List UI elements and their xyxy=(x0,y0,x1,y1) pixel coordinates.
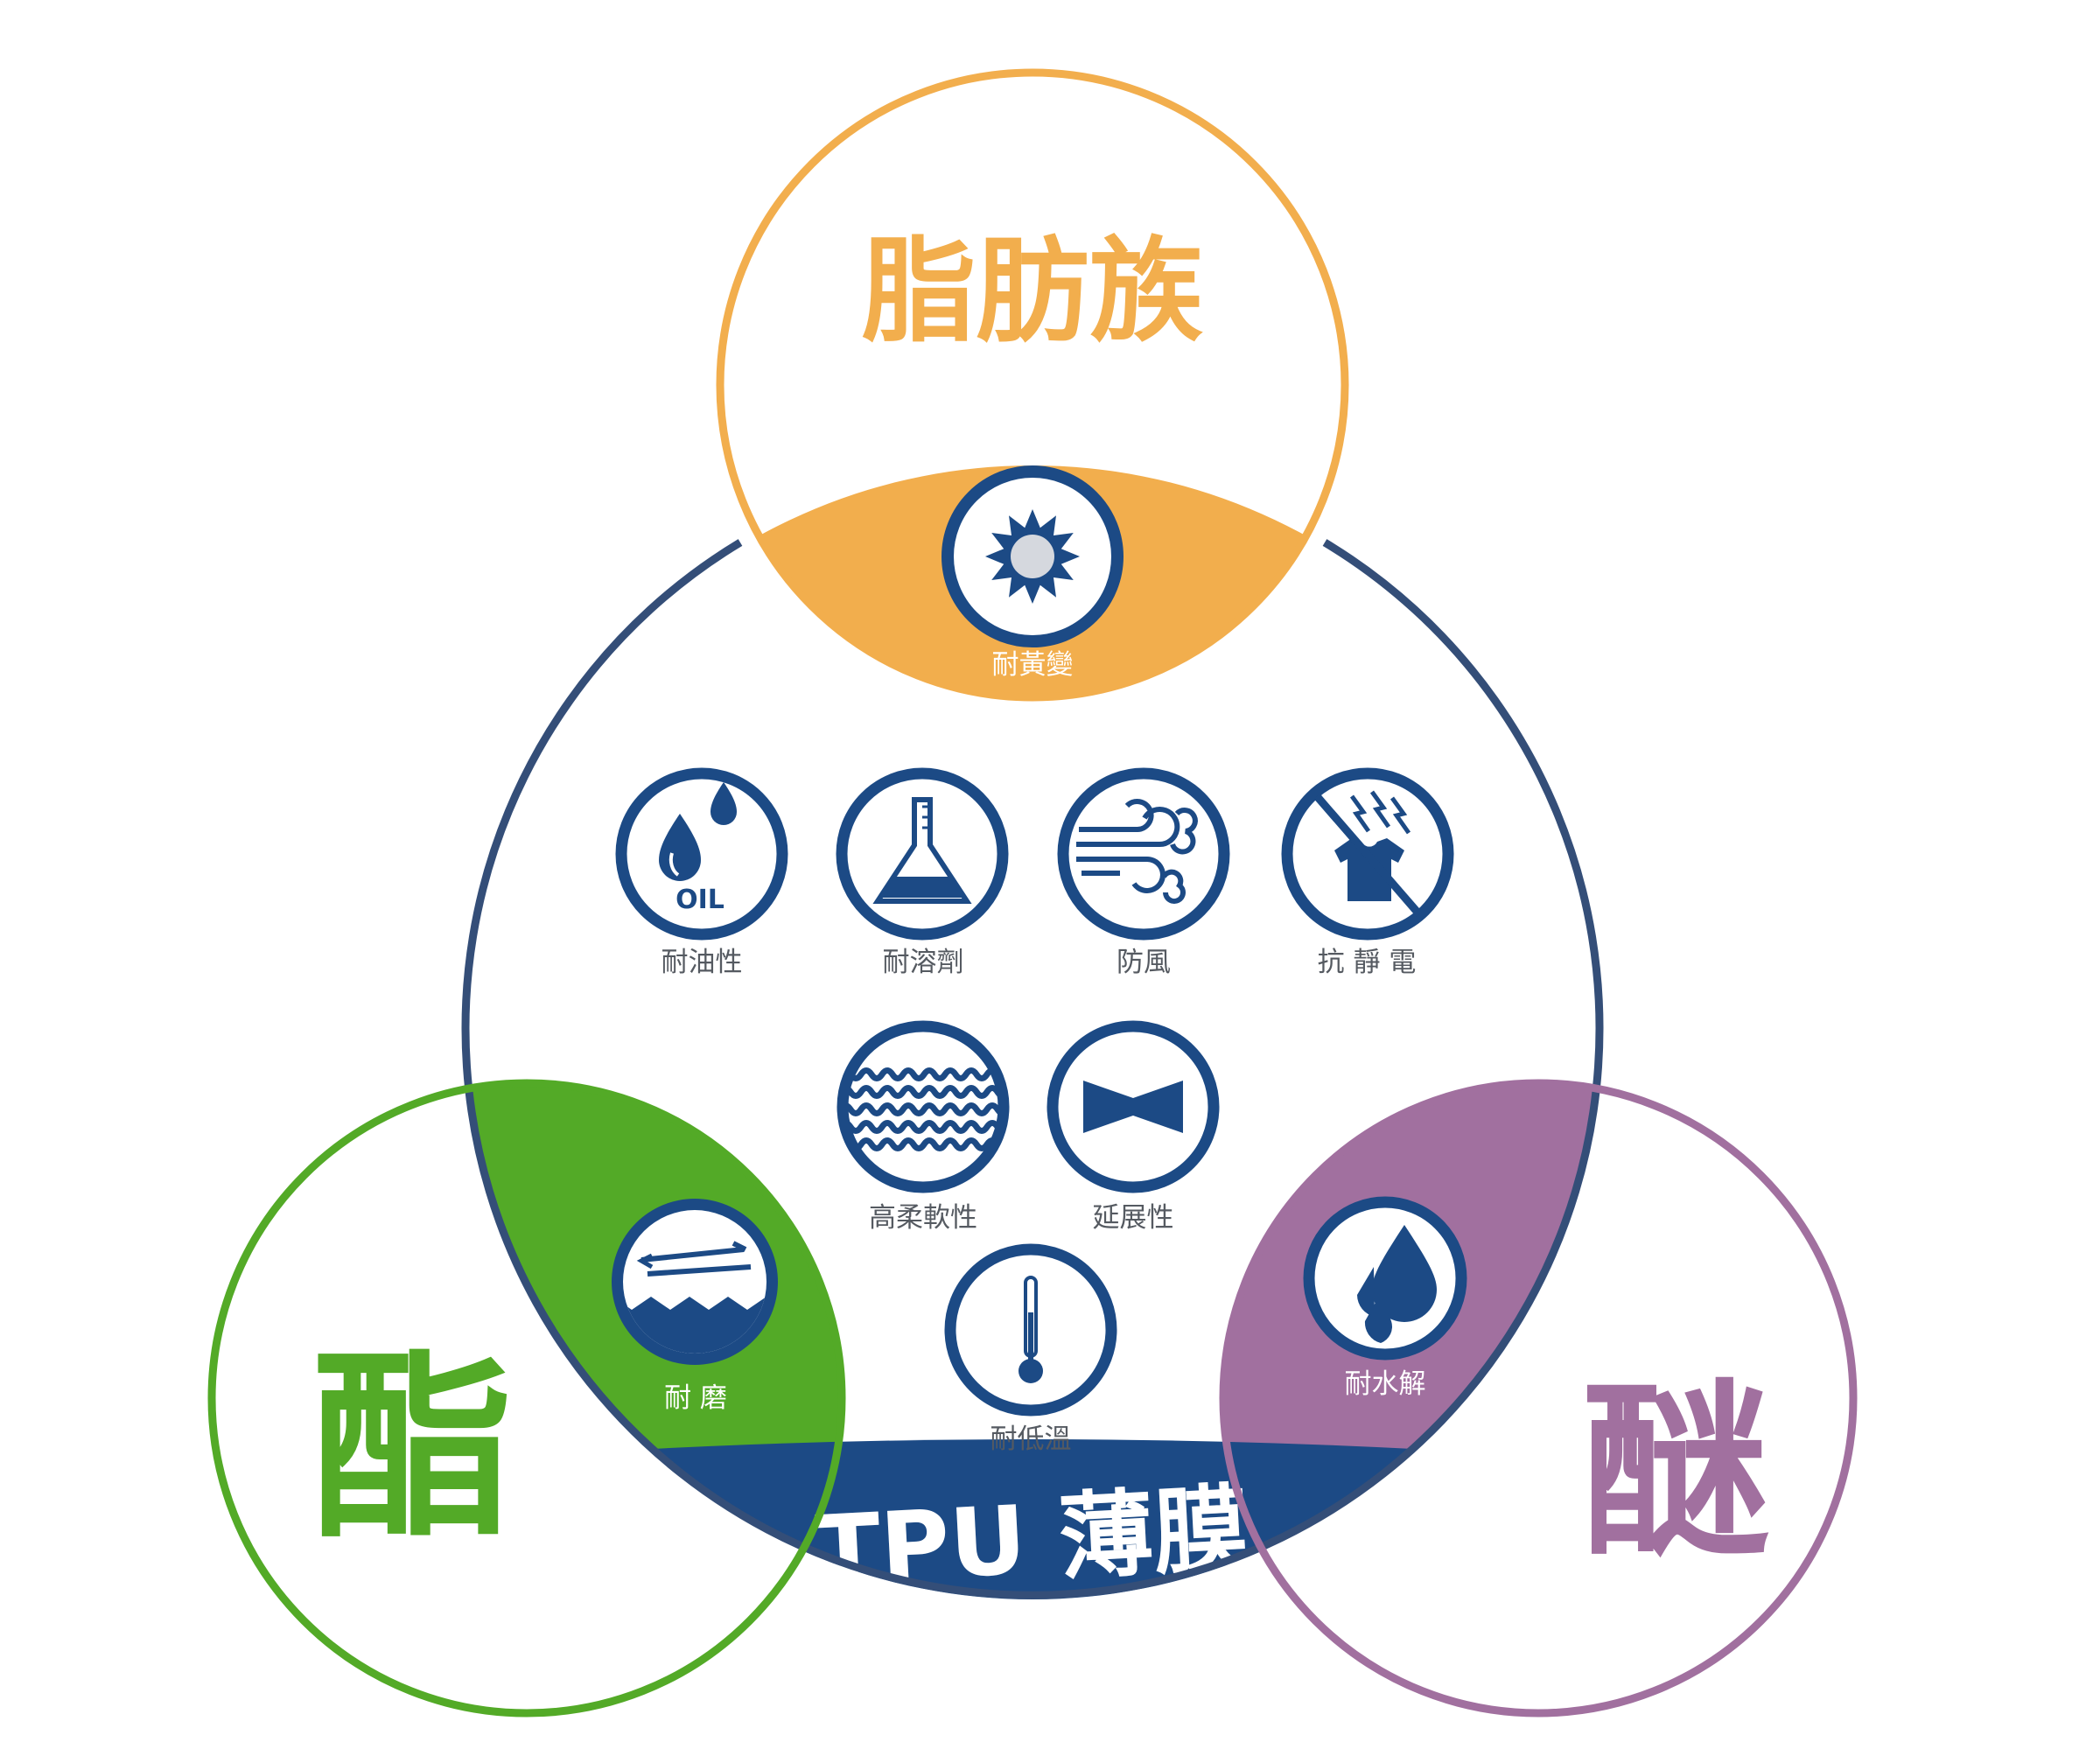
feature-label-lowtemp: 耐低溫 xyxy=(990,1424,1072,1455)
oil-icon-text: OIL xyxy=(676,885,724,915)
tpu-banner-title: TPU 薄膜 xyxy=(814,1474,1251,1606)
antistatic-shirt-icon xyxy=(1281,767,1454,941)
left-circle-title: 酯 xyxy=(312,1333,514,1566)
left-feature-label: 耐 磨 xyxy=(664,1382,727,1414)
center-circle-outline xyxy=(461,539,1604,1599)
top-circle-outline xyxy=(716,68,1349,702)
feature-label-softness: 高柔軟性 xyxy=(869,1202,977,1234)
top-feature-label: 耐黃變 xyxy=(992,649,1074,681)
circle-outlines xyxy=(207,68,1858,1718)
left-circle-outline xyxy=(207,1079,846,1718)
top-circle-title: 脂肪族 xyxy=(862,225,1203,358)
sun-icon xyxy=(942,465,1124,647)
feature-label-stretch: 延展性 xyxy=(1093,1202,1174,1234)
stretch-icon xyxy=(1046,1020,1220,1193)
thermometer-icon xyxy=(944,1243,1117,1417)
flask-icon xyxy=(836,767,1009,941)
wave-line xyxy=(848,1102,998,1116)
right-circle-outline xyxy=(1219,1079,1858,1718)
right-feature-label: 耐水解 xyxy=(1345,1368,1426,1400)
feature-label-wind: 防風 xyxy=(1116,947,1171,978)
abrasion-icon xyxy=(612,1199,778,1365)
feature-label-antistatic: 抗 靜 電 xyxy=(1318,947,1417,978)
wind-icon xyxy=(1057,767,1230,941)
water-drops-icon xyxy=(1303,1196,1467,1361)
oil-drop-icon: OIL xyxy=(615,767,788,941)
feature-label-solvent: 耐溶劑 xyxy=(883,947,964,978)
feature-label-oil: 耐油性 xyxy=(662,947,743,978)
waves-icon xyxy=(836,1020,1010,1193)
right-circle-title: 醚 xyxy=(1582,1362,1770,1582)
